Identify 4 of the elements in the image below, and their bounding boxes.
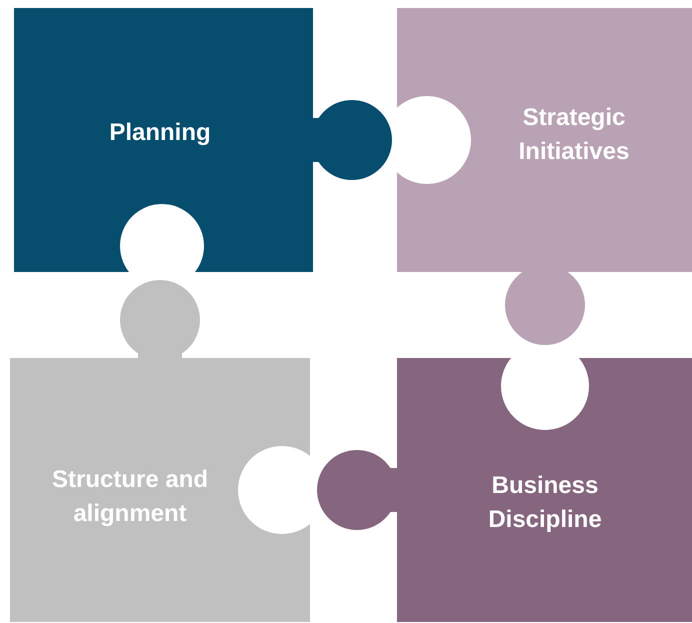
piece-label: Structure and alignment [50,465,210,529]
piece-label: Business Discipline [487,471,603,535]
piece-label: Strategic Initiatives [518,103,630,167]
piece-label: Planning [108,118,212,148]
